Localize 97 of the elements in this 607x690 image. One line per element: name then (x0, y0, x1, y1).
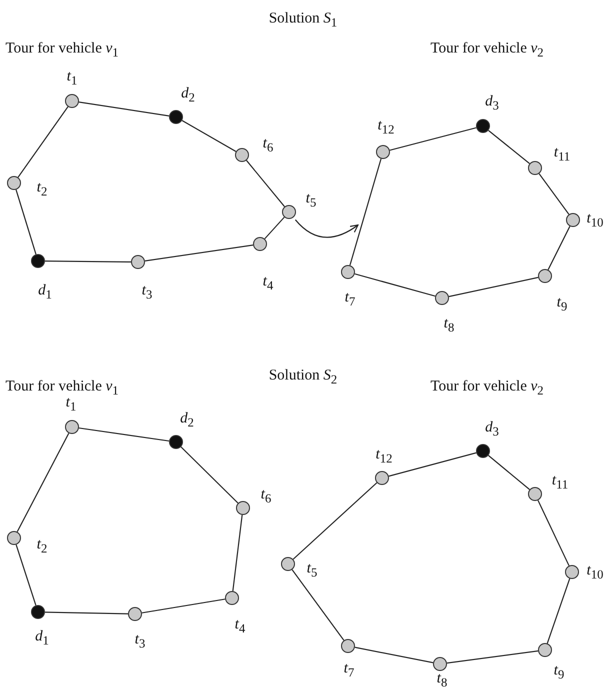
node-label: t$_{5}$ (306, 191, 316, 209)
customer-node (435, 291, 449, 305)
edge-line (180, 446, 238, 504)
edge-line (388, 452, 476, 477)
edge-line (16, 432, 70, 532)
edge-line (144, 244, 254, 262)
edge-line (488, 130, 530, 164)
edge-line (182, 120, 236, 152)
node-label: t$_{6}$ (260, 487, 272, 505)
node-label: t$_{4}$ (262, 274, 274, 292)
edge-line (18, 106, 68, 178)
customer-node (538, 269, 552, 283)
customer-node (65, 94, 79, 108)
edge-line (448, 276, 538, 298)
customer-node (235, 148, 249, 162)
node-label: t$_{6}$ (262, 136, 274, 154)
node-label: t$_{11}$ (554, 145, 570, 163)
customer-node (281, 557, 295, 571)
customer-node (341, 639, 355, 653)
node-label: t$_{9}$ (554, 663, 564, 681)
solution-heading: Solution S$_{2}$ (268, 368, 338, 386)
customer-node (225, 591, 239, 605)
node-label: d$_{1}$ (38, 283, 52, 301)
customer-node (565, 565, 579, 579)
node-label: d$_{1}$ (35, 629, 49, 647)
customer-node (528, 487, 542, 501)
edge-line (78, 102, 170, 116)
node-label: t$_{5}$ (306, 561, 318, 579)
customer-node (341, 265, 355, 279)
node-label: t$_{12}$ (376, 447, 392, 465)
edge-line (538, 500, 570, 566)
edge-line (488, 455, 530, 490)
edge-line (45, 260, 131, 262)
node-label: t$_{10}$ (586, 563, 604, 581)
node-label: t$_{12}$ (378, 118, 394, 136)
customer-node (528, 161, 542, 175)
tour-heading: Tour for vehicle v$_{2}$ (430, 41, 544, 59)
customer-node (7, 531, 21, 545)
customer-node (7, 176, 21, 190)
node-label: d$_{3}$ (485, 94, 499, 112)
edge-line (354, 273, 436, 297)
edge-line (232, 514, 243, 592)
customer-node (65, 420, 79, 434)
node-label: t$_{4}$ (234, 617, 246, 635)
node-label: t$_{8}$ (436, 671, 448, 689)
node-label: t$_{2}$ (36, 180, 48, 198)
customer-node (566, 213, 580, 227)
node-label: t$_{11}$ (552, 473, 568, 491)
edge-line (390, 127, 476, 151)
edge-line (16, 190, 36, 254)
edge-line (546, 578, 570, 644)
node-label: t$_{1}$ (66, 69, 78, 87)
customer-node (433, 657, 447, 671)
solution-heading: Solution S$_{1}$ (268, 11, 338, 29)
depot-node (31, 254, 45, 268)
edge-line (16, 544, 36, 606)
node-label: t$_{1}$ (66, 395, 76, 413)
curved-arrow (294, 219, 359, 238)
customer-node (128, 607, 142, 621)
edge-line (538, 173, 570, 215)
edge-line (264, 216, 285, 240)
customer-node (376, 145, 390, 159)
depot-node (169, 435, 183, 449)
tour-heading: Tour for vehicle v$_{1}$ (5, 41, 119, 59)
node-label: d$_{3}$ (485, 420, 499, 438)
node-label: t$_{10}$ (586, 211, 604, 229)
customer-node (282, 205, 296, 219)
customer-node (236, 501, 250, 515)
node-label: t$_{3}$ (142, 283, 152, 301)
customer-node (131, 255, 145, 269)
node-label: t$_{7}$ (344, 290, 356, 308)
edge-line (142, 598, 226, 614)
depot-node (31, 605, 45, 619)
depot-node (476, 119, 490, 133)
depot-node (169, 110, 183, 124)
node-label: t$_{9}$ (556, 295, 568, 313)
depot-node (476, 444, 490, 458)
edge-line (354, 646, 434, 664)
edge-line (548, 226, 570, 270)
edge-line (349, 158, 382, 266)
edge-line (292, 482, 378, 560)
node-label: t$_{3}$ (134, 632, 146, 650)
node-label: d$_{2}$ (181, 86, 195, 104)
customer-node (538, 643, 552, 657)
edge-line (44, 612, 128, 614)
tour-heading: Tour for vehicle v$_{1}$ (5, 379, 119, 397)
node-label: t$_{7}$ (344, 661, 354, 679)
node-label: t$_{2}$ (36, 537, 48, 555)
node-label: d$_{2}$ (180, 411, 194, 429)
edge-line (446, 650, 538, 664)
edge-line (292, 569, 344, 641)
tour-heading: Tour for vehicle v$_{2}$ (430, 379, 544, 397)
customer-node (375, 471, 389, 485)
customer-node (253, 237, 267, 251)
edge-line (78, 427, 170, 442)
node-label: t$_{8}$ (444, 316, 454, 334)
edge-line (246, 160, 285, 207)
